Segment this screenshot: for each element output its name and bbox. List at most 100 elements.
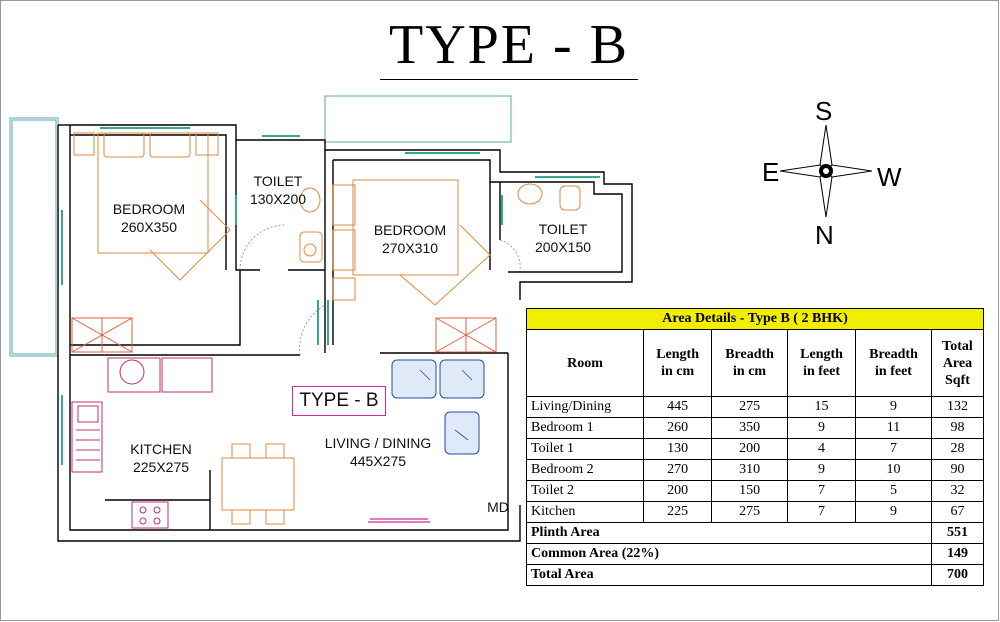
compass-east: E xyxy=(762,157,780,187)
cell-room: Toilet 2 xyxy=(525,480,645,502)
room-size: 200X150 xyxy=(534,239,592,255)
cell-room: Bedroom 2 xyxy=(525,459,645,481)
room-label-toilet-2: TOILET 200X150 xyxy=(525,220,601,256)
cell-length-cm: 260 xyxy=(643,417,713,439)
cell-length-ft: 4 xyxy=(787,438,857,460)
cell-total: 132 xyxy=(930,396,985,418)
cell-breadth-cm: 200 xyxy=(711,438,789,460)
cell-room: Bedroom 1 xyxy=(525,417,645,439)
cell-length-ft: 9 xyxy=(787,417,857,439)
room-size: 445X275 xyxy=(349,453,407,469)
summary-row: Total Area 700 xyxy=(526,564,985,586)
kitchen-fixtures xyxy=(71,357,213,529)
summary-value: 149 xyxy=(930,543,985,565)
table-row: Living/Dining 445 275 15 9 132 xyxy=(525,396,985,418)
cell-breadth-cm: 350 xyxy=(711,417,789,439)
cell-breadth-ft: 7 xyxy=(855,438,932,460)
table-row: Toilet 1 130 200 4 7 28 xyxy=(525,438,985,460)
sofas xyxy=(391,359,485,455)
cell-breadth-cm: 150 xyxy=(711,480,789,502)
plan-type-tag: TYPE - B xyxy=(292,386,386,416)
summary-row: Plinth Area 551 xyxy=(526,522,985,544)
cell-length-ft: 7 xyxy=(787,501,857,523)
wardrobes xyxy=(71,317,497,353)
cell-breadth-cm: 275 xyxy=(711,501,789,523)
area-details-table: Area Details - Type B ( 2 BHK) Room Leng… xyxy=(525,308,985,586)
summary-value: 551 xyxy=(930,522,985,544)
cell-total: 32 xyxy=(930,480,985,502)
room-name: TOILET xyxy=(253,173,303,189)
room-label-bedroom-1: BEDROOM 260X350 xyxy=(104,200,194,236)
table-row: Kitchen 225 275 7 9 67 xyxy=(525,501,985,523)
cell-breadth-ft: 9 xyxy=(855,501,932,523)
dining-set xyxy=(221,443,295,525)
room-size: 225X275 xyxy=(132,459,190,475)
room-size: 270X310 xyxy=(381,240,439,256)
table-row: Bedroom 2 270 310 9 10 90 xyxy=(525,459,985,481)
cell-length-cm: 445 xyxy=(643,396,713,418)
bed-2 xyxy=(332,179,491,306)
tv-unit xyxy=(368,518,430,523)
cell-length-ft: 15 xyxy=(787,396,857,418)
room-name: TOILET xyxy=(538,221,588,237)
room-name: LIVING / DINING xyxy=(324,435,432,451)
cell-breadth-ft: 9 xyxy=(855,396,932,418)
cell-breadth-cm: 275 xyxy=(711,396,789,418)
room-size: 260X350 xyxy=(120,219,178,235)
cell-length-ft: 9 xyxy=(787,459,857,481)
summary-row: Common Area (22%) 149 xyxy=(526,543,985,565)
summary-label: Total Area xyxy=(526,564,932,586)
cell-total: 98 xyxy=(930,417,985,439)
cell-length-ft: 7 xyxy=(787,480,857,502)
top-balcony xyxy=(324,95,512,143)
cell-room: Kitchen xyxy=(525,501,645,523)
cell-breadth-ft: 10 xyxy=(855,459,932,481)
walls xyxy=(57,124,633,542)
cell-breadth-ft: 11 xyxy=(855,417,932,439)
door-swings xyxy=(239,224,521,356)
cell-room: Toilet 1 xyxy=(525,438,645,460)
toilet-1-fixtures xyxy=(299,187,323,263)
table-row: Bedroom 1 260 350 9 11 98 xyxy=(525,417,985,439)
plan-title: TYPE - B xyxy=(389,14,629,76)
table-row: Toilet 2 200 150 7 5 32 xyxy=(525,480,985,502)
md-label: MD xyxy=(487,499,509,515)
room-name: KITCHEN xyxy=(130,441,192,457)
compass-rose-icon xyxy=(780,125,872,217)
cell-breadth-ft: 5 xyxy=(855,480,932,502)
bed-1 xyxy=(73,132,231,281)
cell-breadth-cm: 310 xyxy=(711,459,789,481)
cell-length-cm: 130 xyxy=(643,438,713,460)
summary-value: 700 xyxy=(930,564,985,586)
compass-north: N xyxy=(815,220,834,250)
room-size: 130X200 xyxy=(249,191,307,207)
cell-total: 28 xyxy=(930,438,985,460)
cell-total: 67 xyxy=(930,501,985,523)
cell-room: Living/Dining xyxy=(525,396,645,418)
room-label-kitchen: KITCHEN 225X275 xyxy=(118,440,204,476)
cell-length-cm: 225 xyxy=(643,501,713,523)
cell-total: 90 xyxy=(930,459,985,481)
toilet-2-fixtures xyxy=(517,183,581,211)
room-name: BEDROOM xyxy=(112,201,186,217)
room-label-bedroom-2: BEDROOM 270X310 xyxy=(365,221,455,257)
cell-length-cm: 200 xyxy=(643,480,713,502)
summary-label: Plinth Area xyxy=(526,522,932,544)
title-underline xyxy=(380,79,638,80)
compass-south: S xyxy=(815,96,833,126)
room-name: BEDROOM xyxy=(373,222,447,238)
cell-length-cm: 270 xyxy=(643,459,713,481)
table-caption: Area Details - Type B ( 2 BHK) xyxy=(526,308,984,330)
windows xyxy=(61,127,600,465)
table-caption-row: Area Details - Type B ( 2 BHK) xyxy=(526,308,984,330)
header-room: Room xyxy=(525,329,645,397)
room-label-living-dining: LIVING / DINING 445X275 xyxy=(316,434,440,470)
